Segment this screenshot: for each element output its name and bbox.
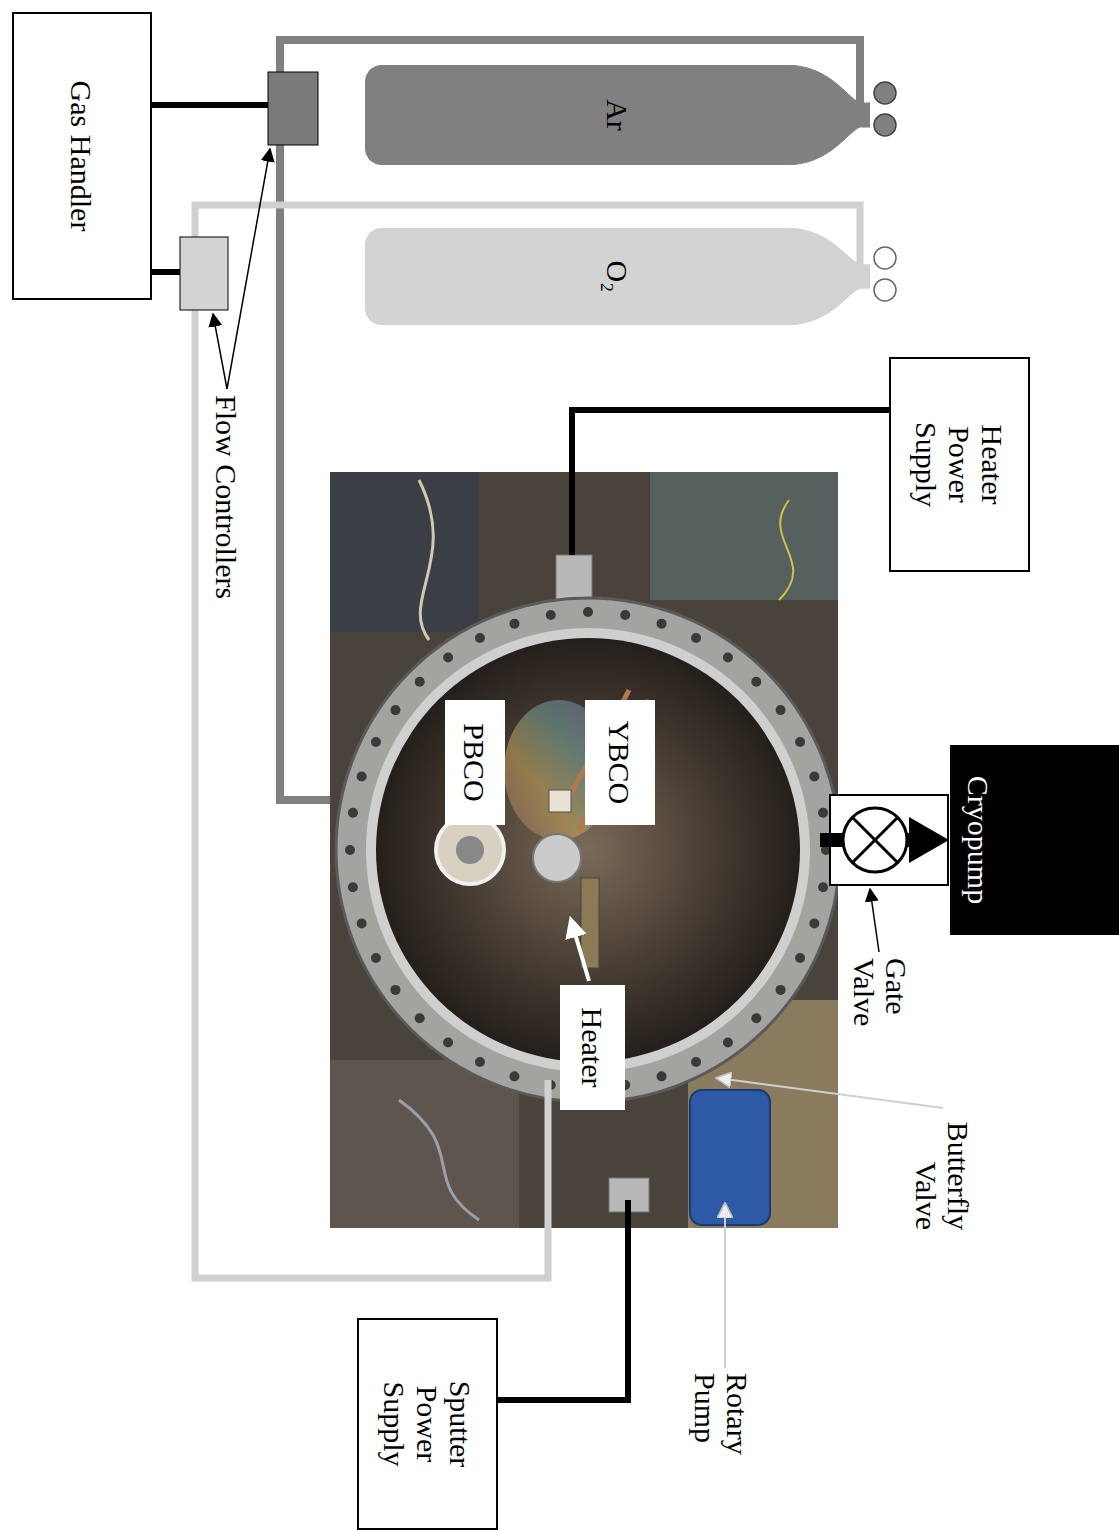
bolt-hole [475,1057,485,1067]
cylinder-valve [874,279,896,301]
bolt-hole [509,1071,519,1081]
pump-arrow-head [909,817,949,863]
cylinder-body [365,228,870,325]
photo-background [330,472,838,1228]
photo-wire [419,480,433,640]
leader-line [870,889,879,952]
control-wire [151,102,268,108]
bolt-hole [345,845,355,855]
leader-line [213,314,227,389]
leader-line [724,1204,726,1368]
bolt-hole [415,1013,425,1023]
bolt-hole [371,953,381,963]
node-text: Heater [576,1008,609,1088]
valve-cross [852,817,898,863]
part-label: Gate Valve [849,958,912,1050]
bolt-hole [795,737,805,747]
node-text: Cryopump [962,776,995,904]
node-text: Gas Handler [66,81,99,232]
node-text: PBCO [459,723,492,801]
part-label: Rotary Pump [690,1373,753,1483]
chamber-photo [330,472,838,1228]
bolt-hole [818,882,828,892]
cylinder-body [365,65,870,165]
bolt-hole [751,1013,761,1023]
bolt-hole [809,771,819,781]
bolt-hole [818,808,828,818]
target-cube [549,790,571,812]
bolt-hole [776,705,786,715]
bolt-hole [723,652,733,662]
node-text: Ar [601,99,634,131]
gas-cylinder: O₂ [365,228,870,325]
bolt-hole [809,919,819,929]
flow-controller [268,72,318,145]
bolt-hole [723,1038,733,1048]
power-supply-box: Heater Power Supply [889,357,1030,572]
leader-line [571,920,589,981]
photo-wire [779,500,793,600]
bolt-hole [371,737,381,747]
bolt-hole [443,1038,453,1048]
part-label: Flow Controllers [211,395,243,665]
power-cable [572,410,890,555]
bolt-hole [620,610,630,620]
cylinder-valve [874,247,896,269]
node-text: Sputter Power Supply [378,1362,477,1487]
valve-symbol [843,808,907,872]
node-text: YBCO [604,721,637,804]
bolt-hole [776,985,786,995]
bolt-hole [357,771,367,781]
bolt-hole [546,610,556,620]
oxygen-line [195,205,860,1278]
cylinder-valve [874,114,896,136]
power-supply-box: Sputter Power Supply [357,1318,498,1530]
sputter-gun-core [456,836,484,864]
bolt-hole [751,677,761,687]
bolt-hole [348,882,358,892]
leader-line [227,149,270,389]
sputter-gun [436,816,504,884]
bolt-hole [795,953,805,963]
bolt-hole [443,652,453,662]
node-text: Heater Power Supply [910,402,1009,527]
photo-wire [399,1100,479,1220]
bolt-hole [691,1057,701,1067]
heater-block [533,834,581,882]
photo-cylinder [650,472,838,600]
cryopump-box: Cryopump [950,745,1119,935]
bolt-hole [475,633,485,643]
bolt-hole [657,619,667,629]
gas-handler-box: Gas Handler [12,12,152,300]
part-label: Butterfly Valve [911,1110,974,1230]
photo-equipment [330,472,479,632]
leader-line [717,1078,943,1108]
gate-valve-box [830,795,948,885]
heater-feedthrough [556,555,592,600]
bolt-hole [691,633,701,643]
bolt-hole [390,705,400,715]
bolt-hole [583,607,593,617]
cylinder-valve [874,82,896,104]
target-label: PBCO [445,700,505,825]
bolt-hole [357,919,367,929]
control-wire [151,269,180,275]
bolt-hole [657,1071,667,1081]
target-label: YBCO [585,700,655,825]
photo-equipment [330,1060,519,1228]
chamber-flange [336,598,838,1102]
rotary-pump [690,1090,770,1225]
gas-cylinder: Ar [365,65,870,165]
node-text: O₂ [601,260,634,292]
heater-arm [581,878,599,968]
bolt-hole [415,677,425,687]
power-cable [497,1200,628,1400]
heater-label: Heater [560,985,625,1110]
bolt-hole [509,619,519,629]
bolt-hole [390,985,400,995]
valve-cross [852,817,898,863]
flow-controller [180,237,228,310]
bolt-hole [348,808,358,818]
